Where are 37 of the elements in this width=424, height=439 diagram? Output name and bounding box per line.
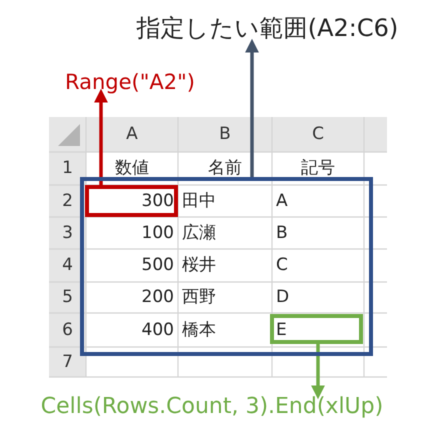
range-outline [80,177,373,356]
cell-text: 田中 [182,192,216,210]
cell-text: 橋本 [182,322,216,338]
cell-outline [85,185,178,217]
arrow [311,344,325,400]
cell-text: D [276,289,290,306]
cell-text: A [276,192,288,210]
code-label: Cells(Rows.Count, 3).End(xlUp) [40,394,384,419]
cell-text: 桜井 [182,257,216,274]
cell-text: 西野 [182,289,216,306]
column-header: A [125,126,139,143]
row-header: 5 [61,289,74,306]
arrow [245,38,259,177]
code-label: Range("A2") [65,70,195,94]
cell-text: 500 [142,257,174,274]
cell-text: 400 [142,322,174,338]
cell-text: C [276,257,288,274]
cell-text: 100 [142,224,174,242]
title-text: 指定したい範囲(A2:C6) [136,13,398,44]
row-header: 2 [61,192,74,210]
cell-text: 200 [142,289,174,306]
cell-text: E [276,322,287,338]
cell-text: 300 [142,192,174,210]
cell-text: B [276,224,288,242]
row-header: 7 [61,354,74,370]
column-title: 記号 [300,160,336,177]
column-title: 数値 [114,160,150,177]
row-header: 3 [61,224,74,242]
row-header: 6 [61,322,74,338]
cell-text: 広瀬 [182,224,216,242]
row-header: 1 [61,160,74,177]
column-header: B [218,126,232,143]
column-title: 名前 [207,160,243,177]
row-header: 4 [61,257,74,274]
column-header: C [311,126,325,143]
arrow [94,88,108,185]
cell-outline [270,314,363,344]
